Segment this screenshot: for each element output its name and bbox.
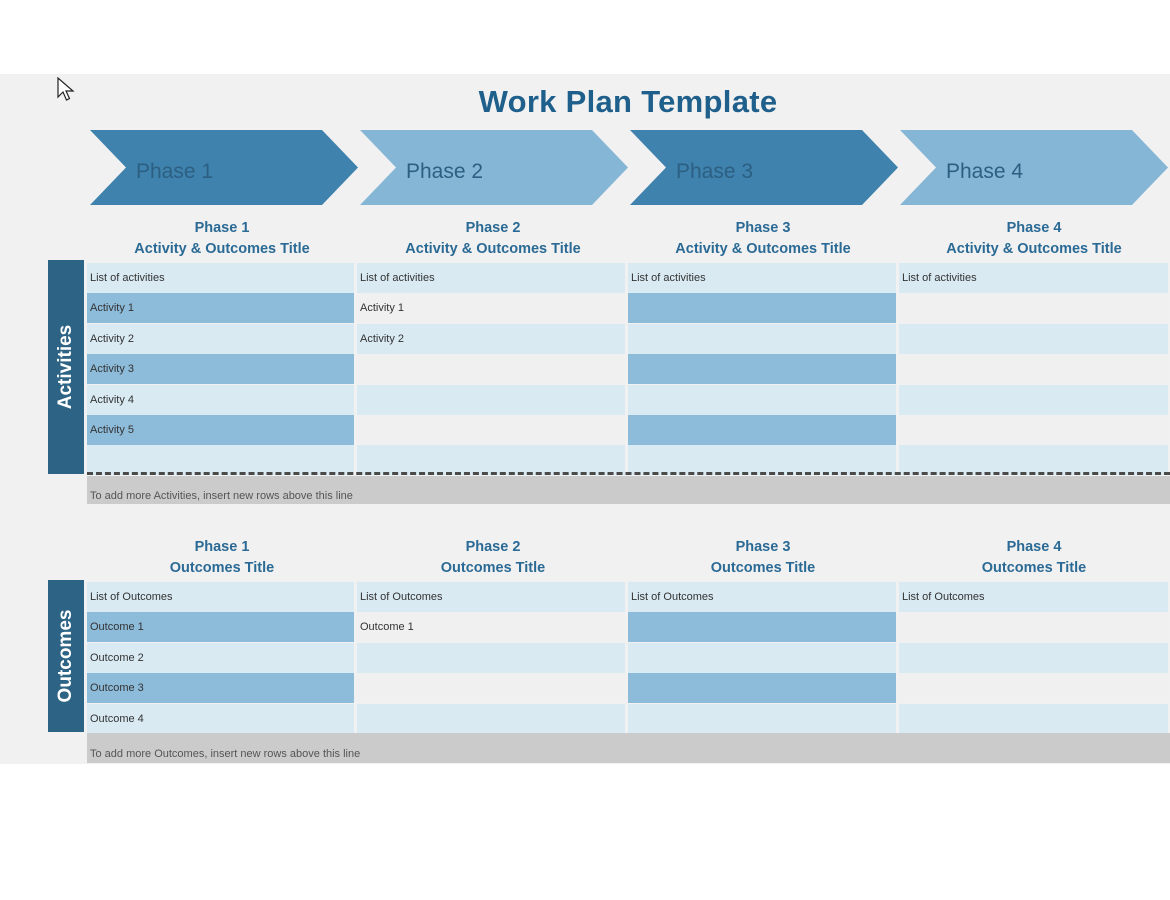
- table-cell[interactable]: Outcome 1: [357, 612, 625, 643]
- table-cell[interactable]: List of Outcomes: [899, 582, 1168, 612]
- header-phase: Phase 2: [465, 539, 521, 555]
- header-title: Activity & Outcomes Title: [405, 241, 581, 257]
- table-cell[interactable]: [628, 354, 896, 385]
- table-cell[interactable]: [628, 445, 896, 476]
- table-cell[interactable]: [357, 384, 625, 415]
- table-cell[interactable]: Activity 1: [357, 293, 625, 324]
- table-cell[interactable]: List of Outcomes: [87, 582, 354, 612]
- table-cell[interactable]: Activity 4: [87, 384, 354, 415]
- table-cell[interactable]: [899, 384, 1168, 415]
- table-cell[interactable]: [628, 293, 896, 324]
- header-title: Outcomes Title: [710, 560, 816, 576]
- outcomes-sidebar-label: Outcomes: [55, 609, 76, 703]
- table-cell[interactable]: Activity 2: [357, 323, 625, 354]
- header-title: Outcomes Title: [440, 560, 546, 576]
- phase-chevron-4: [900, 130, 1168, 205]
- outcomes-footer-note: To add more Outcomes, insert new rows ab…: [87, 733, 1170, 763]
- phase-chevron-label: Phase 1: [136, 160, 214, 183]
- outcomes-header-3: Phase 3 Outcomes Title: [628, 537, 898, 579]
- table-cell[interactable]: Activity 2: [87, 323, 354, 354]
- activities-header-4: Phase 4 Activity & Outcomes Title: [899, 218, 1169, 260]
- table-cell[interactable]: Outcome 2: [87, 642, 354, 673]
- table-cell[interactable]: [357, 445, 625, 476]
- table-cell[interactable]: [628, 384, 896, 415]
- activities-header-1: Phase 1 Activity & Outcomes Title: [87, 218, 357, 260]
- activities-sidebar-label: Activities: [55, 324, 76, 410]
- header-title: Activity & Outcomes Title: [675, 241, 851, 257]
- table-cell[interactable]: [899, 293, 1168, 324]
- outcomes-header-2: Phase 2 Outcomes Title: [358, 537, 628, 579]
- outcomes-header-4: Phase 4 Outcomes Title: [899, 537, 1169, 579]
- table-cell[interactable]: [899, 354, 1168, 385]
- phase-chevron-label: Phase 4: [946, 160, 1024, 183]
- table-cell[interactable]: [357, 415, 625, 445]
- outcomes-sidebar: Outcomes: [48, 580, 84, 732]
- table-cell[interactable]: [899, 445, 1168, 476]
- header-phase: Phase 3: [735, 539, 791, 555]
- activities-footer-note: To add more Activities, insert new rows …: [87, 476, 1170, 504]
- table-cell[interactable]: [87, 445, 354, 476]
- table-cell[interactable]: [899, 642, 1168, 673]
- phase-chevron-1: [90, 130, 358, 205]
- table-cell[interactable]: List of Outcomes: [357, 582, 625, 612]
- table-cell[interactable]: Outcome 1: [87, 612, 354, 643]
- phase-chevron-3: [630, 130, 898, 205]
- table-cell[interactable]: [899, 323, 1168, 354]
- header-title: Outcomes Title: [981, 560, 1087, 576]
- header-phase: Phase 2: [465, 220, 521, 236]
- activities-insert-line: [87, 472, 1170, 475]
- activities-sidebar: Activities: [48, 260, 84, 474]
- table-cell[interactable]: [899, 673, 1168, 704]
- table-cell[interactable]: [357, 703, 625, 734]
- header-phase: Phase 1: [194, 539, 250, 555]
- table-cell[interactable]: [628, 673, 896, 704]
- activities-header-2: Phase 2 Activity & Outcomes Title: [358, 218, 628, 260]
- table-cell[interactable]: List of activities: [899, 263, 1168, 293]
- header-phase: Phase 4: [1006, 220, 1062, 236]
- header-phase: Phase 4: [1006, 539, 1062, 555]
- header-title: Activity & Outcomes Title: [946, 241, 1122, 257]
- header-phase: Phase 1: [194, 220, 250, 236]
- activities-header-3: Phase 3 Activity & Outcomes Title: [628, 218, 898, 260]
- table-cell[interactable]: [899, 703, 1168, 734]
- phase-chevron-2: [360, 130, 628, 205]
- table-cell[interactable]: List of activities: [357, 263, 625, 293]
- outcomes-header-1: Phase 1 Outcomes Title: [87, 537, 357, 579]
- phase-chevron-label: Phase 3: [676, 160, 754, 183]
- table-cell[interactable]: Activity 3: [87, 354, 354, 385]
- table-cell[interactable]: [357, 673, 625, 704]
- table-cell[interactable]: List of activities: [628, 263, 896, 293]
- table-cell[interactable]: Activity 5: [87, 415, 354, 445]
- table-cell[interactable]: [899, 415, 1168, 445]
- table-cell[interactable]: [899, 612, 1168, 643]
- table-cell[interactable]: Outcome 3: [87, 673, 354, 704]
- header-title: Activity & Outcomes Title: [134, 241, 310, 257]
- table-cell[interactable]: [628, 703, 896, 734]
- table-cell[interactable]: List of Outcomes: [628, 582, 896, 612]
- phase-chevron-label: Phase 2: [406, 160, 484, 183]
- table-cell[interactable]: [628, 323, 896, 354]
- table-cell[interactable]: [357, 354, 625, 385]
- table-cell[interactable]: Outcome 4: [87, 703, 354, 734]
- table-cell[interactable]: Activity 1: [87, 293, 354, 324]
- page-title: Work Plan Template: [478, 84, 778, 119]
- table-cell[interactable]: [628, 642, 896, 673]
- header-title: Outcomes Title: [169, 560, 275, 576]
- table-cell[interactable]: [628, 415, 896, 445]
- table-cell[interactable]: [628, 612, 896, 643]
- table-cell[interactable]: [357, 642, 625, 673]
- mouse-cursor-icon: [57, 77, 75, 101]
- header-phase: Phase 3: [735, 220, 791, 236]
- table-cell[interactable]: List of activities: [87, 263, 354, 293]
